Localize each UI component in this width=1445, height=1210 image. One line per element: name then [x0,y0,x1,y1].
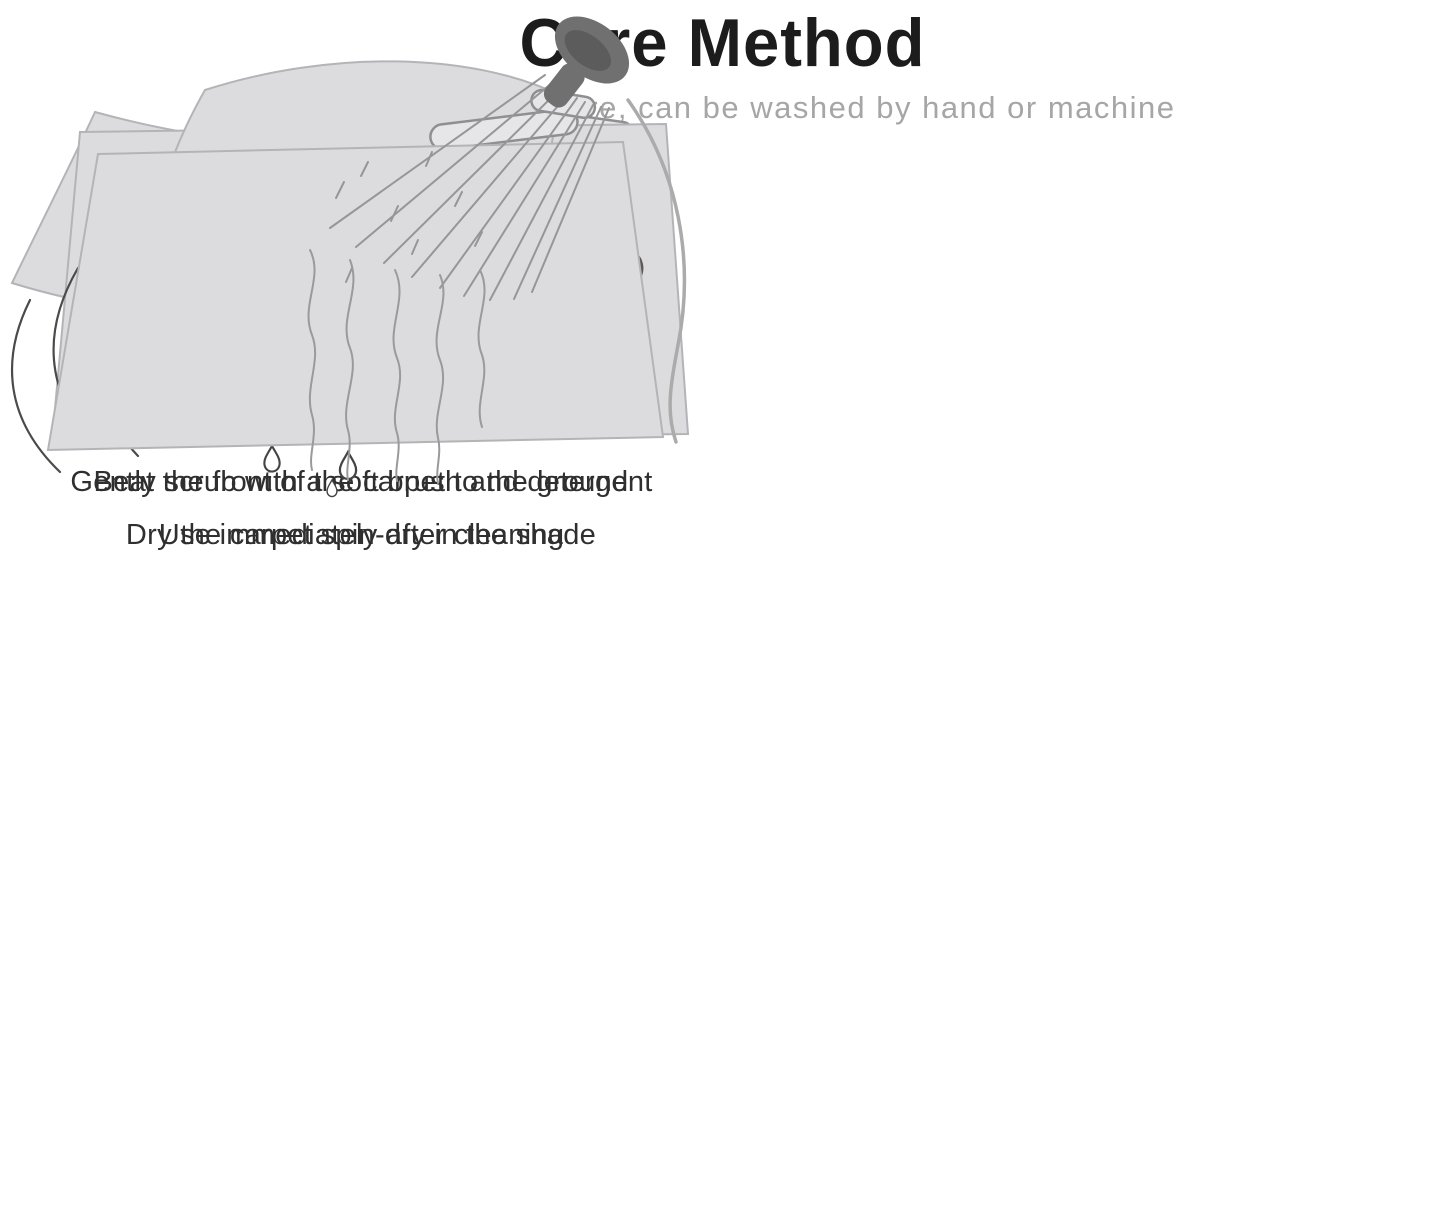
panel-rinse-carpet: Use immediately after cleaning [0,0,723,555]
panel-caption: Beat the front of the carpet to the grou… [93,466,629,498]
shower-hose [626,98,687,444]
panel-caption: Gently scrub with a soft brush and deter… [70,466,653,498]
panel-caption: Use immediately after cleaning [158,519,565,551]
shower-head-icon [543,16,630,108]
carpet-shape [46,140,665,452]
spray-lines [329,74,610,301]
water-squiggle-lines [307,249,486,484]
panel-caption: Dry the carpet spin-dry in the shade [125,519,597,551]
shower-rinse-illustration [46,16,687,484]
